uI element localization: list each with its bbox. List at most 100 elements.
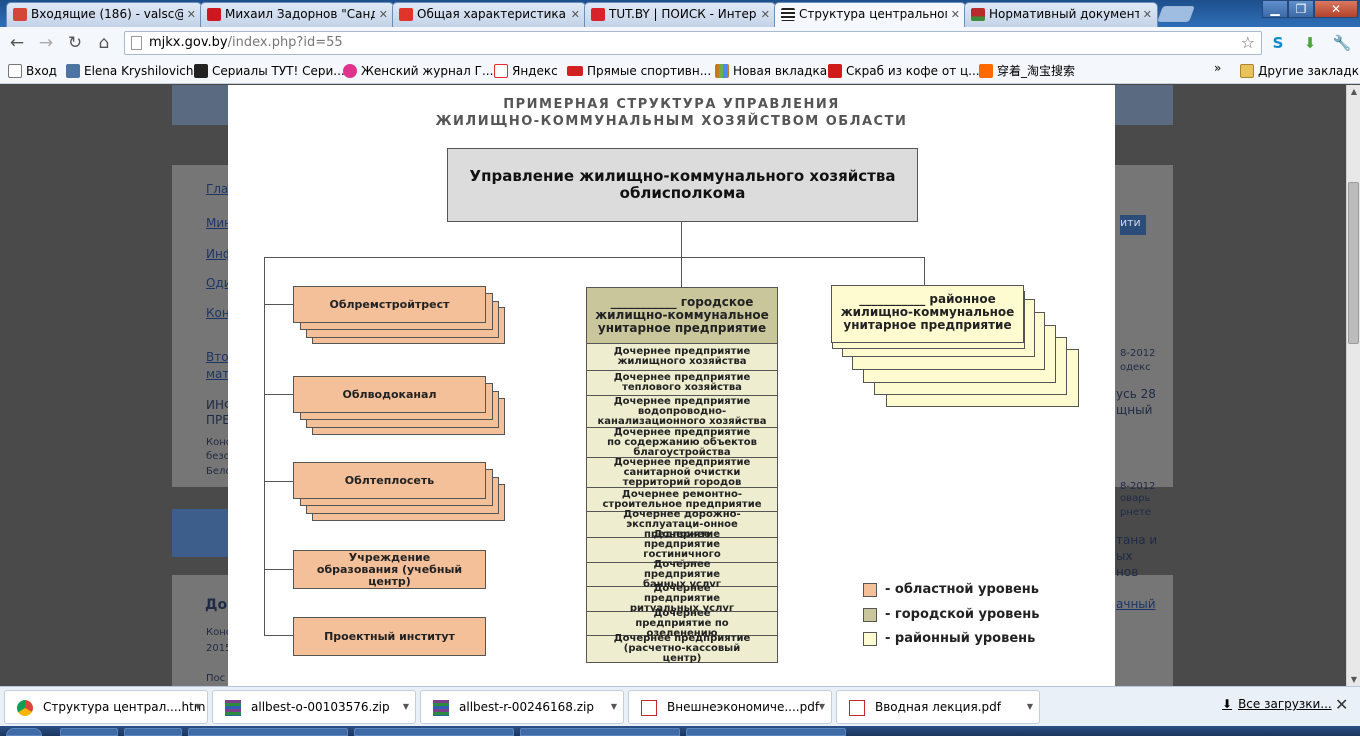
bookmark-item[interactable]: Прямые спортивн...: [567, 62, 711, 80]
city-subsidiary: Дочернее предприятие (расчетно-кассовый …: [586, 634, 778, 664]
regional-box-remstroytrest: Облремстройтрест: [293, 286, 486, 323]
bg-text: 2015: [206, 643, 232, 654]
tab-structure-active[interactable]: Структура центрального ✕: [774, 2, 966, 28]
all-downloads-link[interactable]: ⬇Все загрузки...: [1222, 697, 1332, 711]
bg-link[interactable]: Инф: [206, 247, 234, 261]
windows-taskbar: [0, 726, 1360, 736]
bg-text: тана и: [1116, 533, 1158, 547]
tab-close-icon[interactable]: ✕: [186, 8, 196, 21]
address-bar[interactable]: mjkx.gov.by/index.php?id=55 ☆: [124, 31, 1262, 55]
bg-link[interactable]: Оди: [206, 276, 232, 290]
bg-link[interactable]: Вто: [206, 350, 229, 364]
bookmark-item[interactable]: Женский журнал Г...: [343, 62, 493, 80]
download-item[interactable]: Структура централ....htm ▼: [4, 690, 208, 724]
bg-text: усь 28: [1116, 387, 1156, 401]
coffee-icon: [828, 64, 842, 78]
bookmarks-bar: Вход Elena Kryshilovich Сериалы ТУТ! Сер…: [0, 59, 1360, 84]
bg-text: ых: [1116, 549, 1133, 563]
bookmark-label: Женский журнал Г...: [361, 64, 494, 78]
grid-icon: [715, 64, 729, 78]
tab-close-icon[interactable]: ✕: [378, 8, 388, 21]
taskbar-item[interactable]: [60, 728, 118, 736]
download-filename: allbest-r-00246168.zip: [459, 700, 594, 714]
skype-icon[interactable]: S: [1272, 34, 1284, 52]
tab-close-icon[interactable]: ✕: [1142, 8, 1152, 21]
bookmark-label: Вход: [26, 64, 57, 78]
bg-text: 8-2012: [1120, 481, 1156, 492]
bg-link[interactable]: мат: [206, 367, 230, 381]
reload-button[interactable]: ↻: [67, 33, 83, 53]
forward-button[interactable]: →: [38, 33, 54, 53]
download-item[interactable]: Вводная лекция.pdf ▼: [836, 690, 1040, 724]
taskbar-item[interactable]: [354, 728, 514, 736]
download-filename: Вводная лекция.pdf: [875, 700, 1001, 714]
chevron-down-icon[interactable]: ▼: [402, 702, 409, 711]
bg-text: Конс: [206, 627, 232, 638]
chevron-down-icon[interactable]: ▼: [818, 702, 825, 711]
yandex-icon: [399, 8, 413, 21]
scroll-down-arrow-icon[interactable]: ▼: [1350, 675, 1358, 684]
regional-box-design-institute: Проектный институт: [293, 617, 486, 656]
bg-link[interactable]: Кон: [206, 306, 230, 320]
chevron-down-icon[interactable]: ▼: [1026, 702, 1033, 711]
download-item[interactable]: Внешнеэкономиче....pdf ▼: [628, 690, 832, 724]
tab-close-icon[interactable]: ✕: [570, 8, 580, 21]
bookmark-item[interactable]: Яндекс: [494, 62, 558, 80]
bookmark-item[interactable]: Новая вкладка: [715, 62, 827, 80]
taskbar-item[interactable]: [520, 728, 680, 736]
archive-icon: [433, 700, 449, 716]
bg-text: 8-2012: [1120, 348, 1156, 359]
download-item[interactable]: allbest-o-00103576.zip ▼: [212, 690, 416, 724]
taskbar-item[interactable]: [686, 728, 846, 736]
bg-link[interactable]: ачный: [1116, 597, 1156, 611]
bookmark-item[interactable]: Скраб из кофе от ц...: [828, 62, 980, 80]
chevron-down-icon[interactable]: ▼: [610, 702, 617, 711]
diagram-title-line1: ПРИМЕРНАЯ СТРУКТУРА УПРАВЛЕНИЯ: [503, 97, 840, 112]
scrollbar-thumb[interactable]: [1348, 182, 1359, 344]
scroll-up-arrow-icon[interactable]: ▲: [1350, 87, 1358, 96]
bookmark-label: Скраб из кофе от ц...: [846, 64, 980, 78]
downloads-bar: Структура централ....htm ▼ allbest-o-001…: [0, 686, 1360, 726]
taskbar-item[interactable]: [124, 728, 182, 736]
new-tab-button[interactable]: [1157, 6, 1195, 22]
tab-close-icon[interactable]: ✕: [950, 8, 960, 21]
bg-text: Конс: [206, 437, 232, 448]
diagram-title-line2: ЖИЛИЩНО-КОММУНАЛЬНЫМ ХОЗЯЙСТВОМ ОБЛАСТИ: [435, 114, 908, 129]
close-window-button[interactable]: ✕: [1314, 0, 1358, 18]
flag-icon: [781, 8, 795, 21]
taskbar-item[interactable]: [188, 728, 348, 736]
maximize-button[interactable]: ❐: [1288, 0, 1314, 18]
legend-label-city: - городской уровень: [885, 607, 1040, 622]
download-filename: allbest-o-00103576.zip: [251, 700, 390, 714]
tab-gmail[interactable]: Входящие (186) - valsc@tut ✕: [6, 2, 202, 27]
bookmark-item[interactable]: Сериалы ТУТ! Сери...: [194, 62, 345, 80]
bg-link[interactable]: Гла: [206, 182, 229, 196]
start-button[interactable]: [6, 728, 42, 736]
tab-normative[interactable]: Нормативный документ - ✕: [964, 2, 1158, 27]
bookmark-star-icon[interactable]: ☆: [1240, 33, 1255, 52]
download-extension-icon[interactable]: ⬇: [1303, 34, 1317, 52]
bookmark-item[interactable]: Вход: [8, 62, 57, 80]
other-bookmarks[interactable]: Другие закладки: [1240, 62, 1360, 80]
vertical-scrollbar[interactable]: ▲ ▼: [1346, 85, 1360, 686]
back-button[interactable]: ←: [9, 33, 25, 53]
home-button[interactable]: ⌂: [98, 33, 110, 53]
bookmark-item[interactable]: 穿着_淘宝搜索: [979, 62, 1075, 80]
bg-text: Белс: [206, 466, 231, 477]
tab-youtube[interactable]: Михаил Задорнов "Санди ✕: [200, 2, 394, 27]
tab-tutby[interactable]: TUT.BY | ПОИСК - Интерн ✕: [584, 2, 776, 27]
minimize-button[interactable]: ▁: [1262, 0, 1288, 18]
connector-line: [681, 257, 682, 287]
tab-yandex[interactable]: Общая характеристика от ✕: [392, 2, 586, 27]
bookmarks-overflow-button[interactable]: »: [1214, 61, 1222, 75]
tab-title: Входящие (186) - valsc@tut: [31, 7, 183, 21]
bg-link[interactable]: Мин: [206, 216, 232, 230]
tab-close-icon[interactable]: ✕: [760, 8, 770, 21]
chevron-down-icon[interactable]: ▼: [194, 702, 201, 711]
close-downloads-bar-icon[interactable]: ✕: [1335, 695, 1349, 714]
bookmark-item[interactable]: Elena Kryshilovich: [66, 62, 193, 80]
search-button[interactable]: [1120, 215, 1146, 235]
download-item[interactable]: allbest-r-00246168.zip ▼: [420, 690, 624, 724]
journal-icon: [343, 64, 357, 78]
wrench-menu-icon[interactable]: 🔧: [1332, 34, 1352, 52]
